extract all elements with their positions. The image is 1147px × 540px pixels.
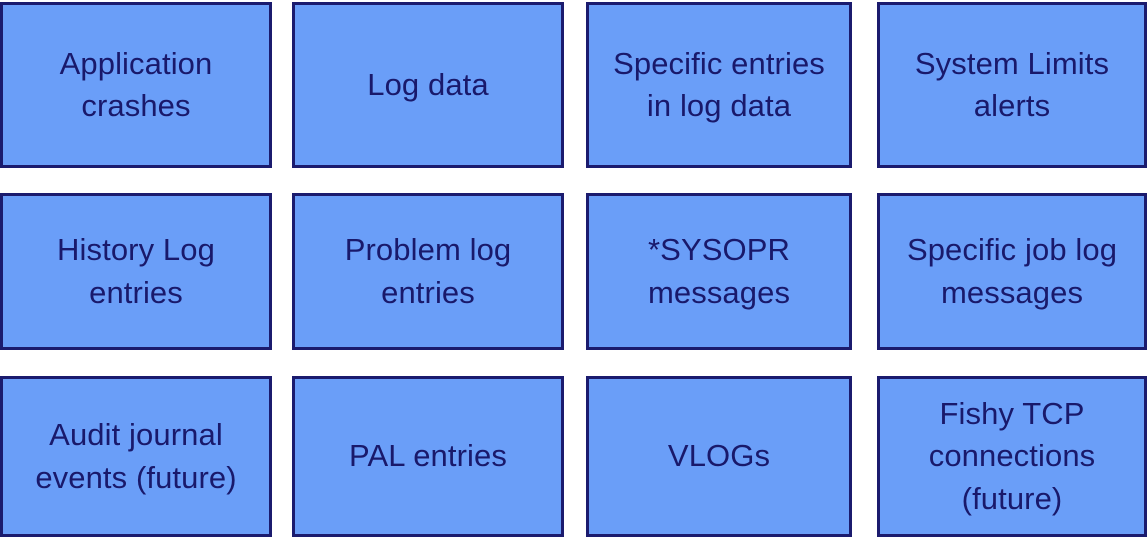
box-pal-entries[interactable]: PAL entries xyxy=(292,376,564,537)
box-vlogs[interactable]: VLOGs xyxy=(586,376,852,537)
box-audit-journal-events[interactable]: Audit journal events (future) xyxy=(0,376,272,537)
box-label: System Limits alerts xyxy=(914,45,1110,123)
box-fishy-tcp-connections[interactable]: Fishy TCP connections (future) xyxy=(877,376,1147,537)
box-log-data[interactable]: Log data xyxy=(292,2,564,168)
box-label: Fishy TCP connections (future) xyxy=(928,396,1096,516)
box-specific-job-log-messages[interactable]: Specific job log messages xyxy=(877,193,1147,350)
box-system-limits-alerts[interactable]: System Limits alerts xyxy=(877,2,1147,168)
box-history-log-entries[interactable]: History Log entries xyxy=(0,193,272,350)
box-label: Audit journal events (future) xyxy=(35,417,237,495)
box-sysopr-messages[interactable]: *SYSOPR messages xyxy=(586,193,852,350)
box-application-crashes[interactable]: Application crashes xyxy=(0,2,272,168)
box-label: Log data xyxy=(367,66,489,102)
box-specific-entries-in-log-data[interactable]: Specific entries in log data xyxy=(586,2,852,168)
box-label: History Log entries xyxy=(57,232,215,310)
box-problem-log-entries[interactable]: Problem log entries xyxy=(292,193,564,350)
box-label: Specific entries in log data xyxy=(613,45,825,123)
box-label: VLOGs xyxy=(667,438,771,474)
box-label: Application crashes xyxy=(59,45,213,123)
box-label: Problem log entries xyxy=(344,232,512,310)
box-label: *SYSOPR messages xyxy=(647,232,791,310)
box-label: PAL entries xyxy=(349,438,507,474)
box-label: Specific job log messages xyxy=(906,232,1118,310)
